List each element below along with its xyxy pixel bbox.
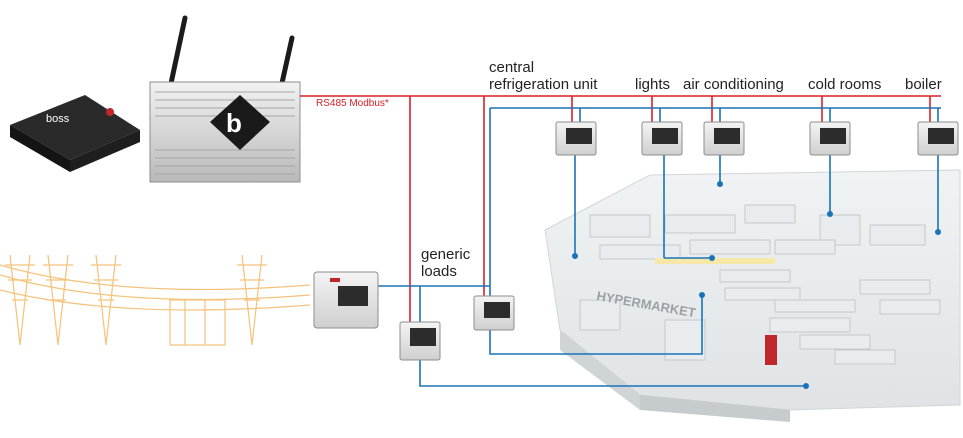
meter-boiler [917,121,959,156]
supermarket-illustration: HYPERMARKET [544,169,961,422]
measurement-points [572,181,941,389]
meter-refrigeration-feeder [473,295,515,331]
pylon-3 [91,254,121,346]
boss-mini-brand: boss [46,113,70,125]
boss-server-logo: b [226,108,242,138]
boss-mini-device: boss [10,95,140,172]
power-grid [0,254,311,346]
pylon-1 [5,254,35,346]
label-generic-loads: generic loads [421,246,470,280]
meter-air-conditioning [703,121,745,156]
label-central-refrigeration-line2: refrigeration unit [489,76,598,93]
main-energy-meter [313,271,379,329]
label-central-refrigeration: central refrigeration unit [489,59,597,93]
modbus-label: RS485 Modbus* [316,98,389,109]
label-lights: lights [635,76,671,93]
meter-lines [378,107,941,387]
label-boiler: boiler [905,76,942,93]
pylon-2 [43,254,73,346]
label-air-conditioning: air conditioning [683,76,784,93]
pylon-4 [237,254,267,346]
energy-meters [313,121,959,361]
boss-server-device: b [149,15,301,183]
label-cold-rooms: cold rooms [808,76,882,93]
meter-lights [641,121,683,156]
label-generic-loads-line2: loads [421,263,457,280]
modbus-bus [300,95,941,322]
meter-generic-loads [399,321,441,361]
label-central-refrigeration-line1: central [489,59,535,76]
label-generic-loads-line1: generic [421,246,471,263]
meter-cold-rooms [809,121,851,156]
meter-central-refrigeration [555,121,597,156]
substation [169,299,226,346]
